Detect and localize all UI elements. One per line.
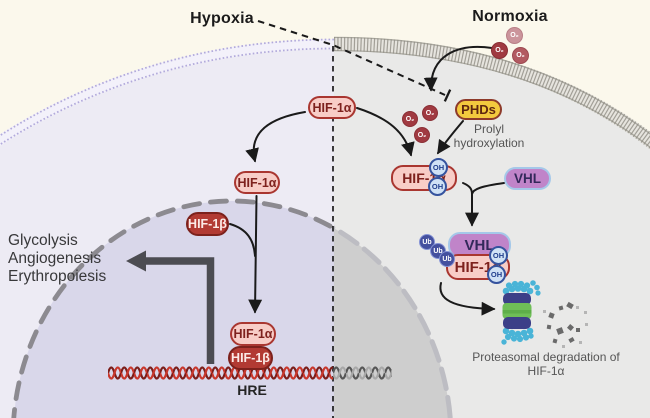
hif1a-pill-free: HIF-1α: [308, 96, 356, 119]
proteasomal-degradation-label: Proteasomal degradation of HIF-1α: [472, 350, 620, 378]
hif1a-to-hydroxylation-arrow: [356, 107, 415, 157]
hif1a-pill-nuclear-entry: HIF-1α: [234, 171, 280, 194]
dna-helix-red: [108, 365, 333, 381]
o2-molecule-outside-2: O₂: [491, 42, 508, 59]
o2-molecule-inside-3: O₂: [414, 127, 430, 143]
o2-molecule-outside-3: O₂: [512, 47, 529, 64]
dna-helix: [108, 365, 392, 381]
prolyl-hydroxylation-label: Prolyl hydroxylation: [453, 122, 525, 150]
o2-entry-arrow: [423, 46, 493, 92]
cell-membrane-hypoxia: [0, 38, 334, 147]
inhibition-bar: [443, 89, 452, 102]
target-gene-glycolysis: Glycolysis: [8, 232, 78, 249]
dna-helix-gray: [333, 365, 392, 381]
oh-group-complex-1: OH: [489, 246, 508, 265]
phds-action-arrow: [437, 120, 464, 155]
hif1b-pill-dna-complex: HIF-1β: [228, 346, 273, 370]
oh-group-complex-2: OH: [487, 265, 506, 284]
pathway-arrows: [229, 46, 505, 316]
hif1b-join-line: [229, 223, 256, 257]
o2-molecule-inside-2: O₂: [422, 105, 438, 121]
hif1b-pill-free: HIF-1β: [186, 212, 229, 236]
target-genes-list: Glycolysis Angiogenesis Erythropoiesis: [8, 232, 106, 286]
target-gene-erythropoiesis: Erythropoiesis: [8, 268, 107, 285]
hif1a-stabilization-arrow: [245, 111, 306, 163]
ub-molecule-3: Ub: [439, 251, 455, 267]
degradation-arrow: [439, 282, 496, 316]
o2-molecule-inside-1: O₂: [402, 111, 418, 127]
target-gene-angiogenesis: Angiogenesis: [8, 250, 102, 267]
hif1a-pill-dna-complex: HIF-1α: [230, 322, 276, 346]
phds-pill: PHDs: [455, 99, 502, 120]
o2-molecule-outside-1: O₂: [506, 27, 523, 44]
cell-membrane-normoxia: [334, 36, 650, 150]
normoxia-label: Normoxia: [472, 8, 548, 25]
proteasome-icon: [501, 280, 541, 345]
transcription-output-arrow: [126, 250, 215, 364]
hypoxia-label: Hypoxia: [190, 10, 254, 27]
oh-group-hydroxylated-1: OH: [429, 158, 448, 177]
hre-label: HRE: [237, 382, 267, 398]
vhl-pill-free: VHL: [504, 167, 551, 190]
hypoxia-inhibition-line: [257, 20, 452, 102]
oh-group-hydroxylated-2: OH: [428, 177, 447, 196]
merge-right-branch: [471, 182, 505, 195]
protein-debris-icon: [543, 301, 588, 348]
